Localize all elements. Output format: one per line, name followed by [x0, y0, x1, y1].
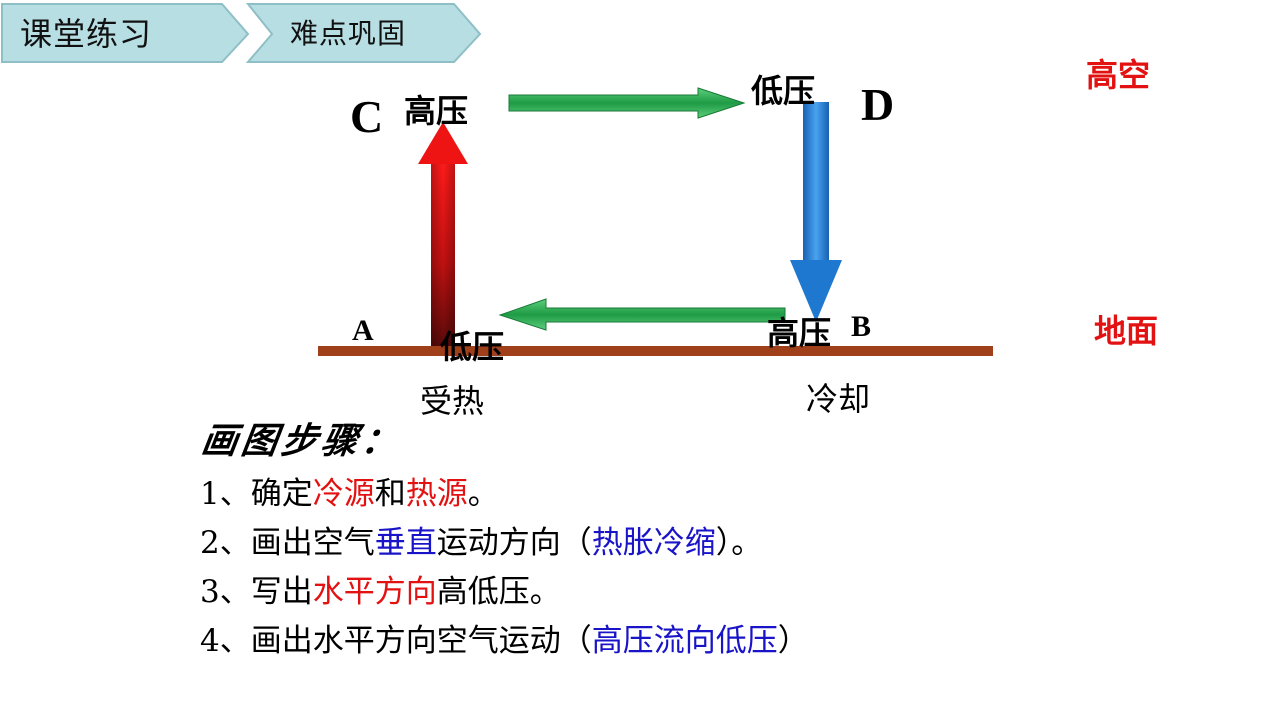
step-highlight: 热源 [405, 476, 468, 512]
step-text: 。 [467, 476, 499, 512]
tab-shape [1, 3, 250, 63]
step-highlight: 垂直 [374, 525, 437, 561]
warm-air-rising-arrow [418, 122, 468, 346]
steps-list: 1、确定冷源和热源。 2、画出空气垂直运动方向（热胀冷缩）。 3、写出水平方向高… [200, 470, 809, 666]
tab-label: 课堂练习 [20, 15, 153, 53]
point-d-label: D [861, 79, 895, 130]
tab-label: 难点巩固 [290, 17, 407, 50]
step-text: 4、画出水平方向空气运动（ [200, 623, 592, 659]
step-highlight: 水平方向 [312, 574, 437, 610]
step-highlight: 冷源 [312, 476, 375, 512]
ground-flow-arrow [498, 298, 786, 331]
a-pressure-label: 低压 [440, 328, 505, 366]
step-text: 运动方向（ [436, 525, 592, 561]
step-text: 高低压。 [436, 574, 561, 610]
c-pressure-label: 高压 [404, 92, 469, 130]
step-highlight: 热胀冷缩 [591, 525, 716, 561]
tab-class-exercise[interactable]: 课堂练习 [0, 0, 252, 64]
step-highlight: 高压流向低压 [591, 623, 778, 659]
steps-title: 画图步骤： [198, 420, 405, 462]
step-item: 1、确定冷源和热源。 [200, 470, 809, 519]
step-item: 4、画出水平方向空气运动（高压流向低压） [200, 617, 809, 666]
b-pressure-label: 高压 [767, 314, 832, 352]
step-text: 3、写出 [200, 574, 313, 610]
step-item: 2、画出空气垂直运动方向（热胀冷缩）。 [200, 519, 809, 568]
point-a-label: A [352, 314, 374, 347]
step-text: ）。 [715, 525, 763, 561]
heated-label: 受热 [420, 382, 485, 420]
point-b-label: B [851, 310, 872, 343]
step-text: ） [777, 623, 809, 659]
tab-shape [246, 3, 482, 63]
step-item: 3、写出水平方向高低压。 [200, 568, 809, 617]
step-text: 1、确定 [200, 476, 313, 512]
step-text: 和 [374, 476, 406, 512]
ground-line [318, 346, 993, 356]
high-altitude-label: 高空 [1086, 56, 1151, 94]
d-pressure-label: 低压 [751, 72, 816, 110]
upper-flow-arrow [508, 87, 746, 119]
point-c-label: C [350, 91, 384, 142]
tab-difficulty-review[interactable]: 难点巩固 [246, 0, 484, 64]
cooled-label: 冷却 [806, 380, 871, 418]
ground-level-label: 地面 [1094, 312, 1159, 350]
cold-air-sinking-arrow [790, 102, 842, 322]
step-text: 2、画出空气 [200, 525, 375, 561]
